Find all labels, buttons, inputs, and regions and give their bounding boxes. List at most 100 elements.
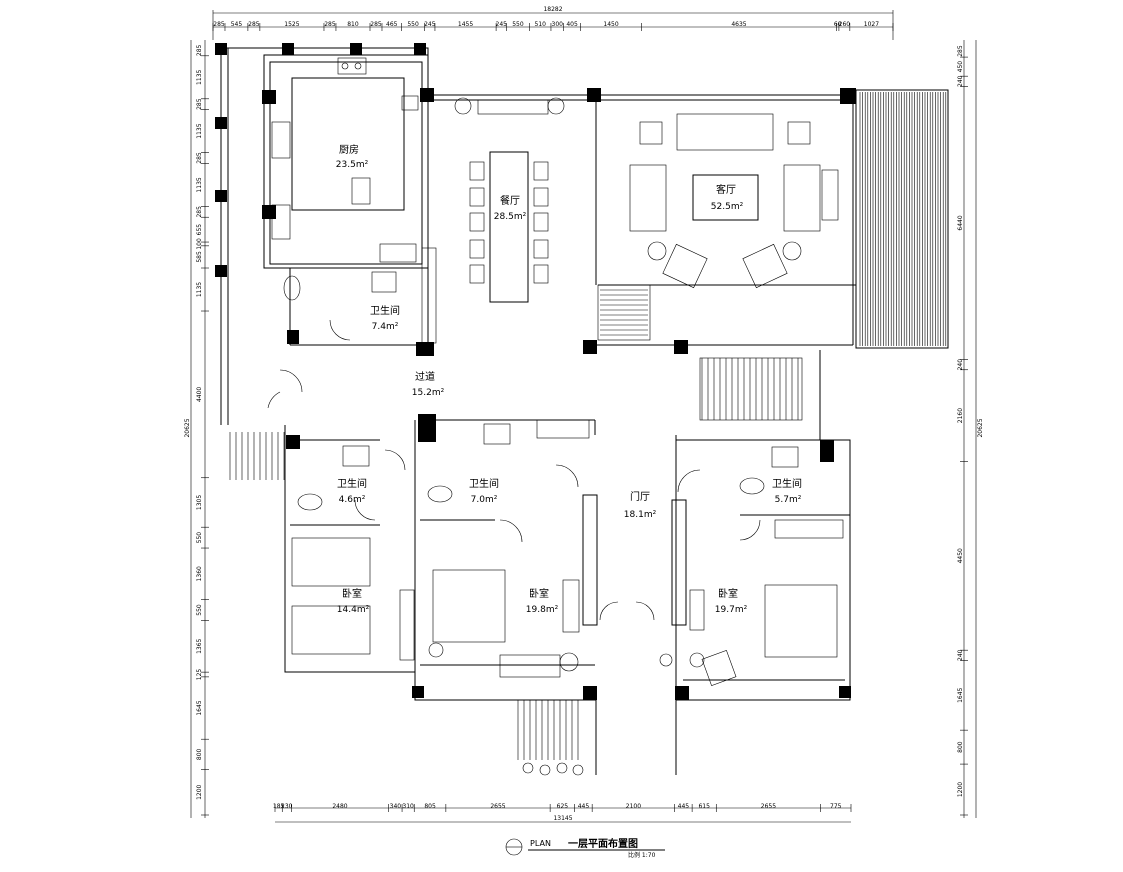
bottom-dimension-13: 775 xyxy=(830,803,842,810)
right-dimension-1: 450 xyxy=(957,61,964,73)
right-dimension-2: 240 xyxy=(957,75,964,87)
drawing-title-block: PLAN 一层平面布置图 比例 1:70 xyxy=(505,837,665,859)
bottom-dimension-8: 445 xyxy=(578,803,590,810)
bathroom-fixtures xyxy=(283,271,844,539)
top-dimension-4: 285 xyxy=(324,21,336,28)
plan-code: PLAN xyxy=(530,839,551,848)
bed-right-label: 卧室 xyxy=(718,587,738,600)
top-dimension-15: 405 xyxy=(566,21,578,28)
bath-mid-area: 7.0m² xyxy=(471,495,498,505)
top-dimension-1: 545 xyxy=(231,21,243,28)
right-dimension-10: 1200 xyxy=(957,782,964,797)
right-dimension-6: 4450 xyxy=(957,548,964,563)
corridor-area: 15.2m² xyxy=(412,388,445,398)
right-dimension-3: 6440 xyxy=(957,215,964,230)
left-dimension-10: 1135 xyxy=(196,282,203,297)
doors xyxy=(267,319,761,621)
top-dimension-6: 285 xyxy=(370,21,382,28)
top-dimension-11: 245 xyxy=(496,21,508,28)
left-dimension-8: 100 xyxy=(196,238,203,250)
right-dimension-chain: 20625 2854502406440240216044502401645800… xyxy=(957,40,984,818)
right-dimension-7: 240 xyxy=(957,649,964,661)
left-dimension-16: 1365 xyxy=(196,638,203,653)
entry-plants xyxy=(522,653,673,776)
top-dimension-10: 1455 xyxy=(458,21,473,28)
top-dimension-19: 260 xyxy=(839,21,851,28)
top-dimension-3: 1525 xyxy=(284,21,299,28)
bottom-dimension-1: 230 xyxy=(281,803,293,810)
top-dimension-8: 550 xyxy=(407,21,419,28)
top-dimension-18: 60 xyxy=(834,21,842,28)
bottom-dimension-4: 310 xyxy=(402,803,414,810)
left-dimension-9: 585 xyxy=(196,251,203,263)
bed-left-label: 卧室 xyxy=(342,587,362,600)
top-dimension-7: 465 xyxy=(386,21,398,28)
top-dimension-5: 810 xyxy=(347,21,359,28)
drawing-title: 一层平面布置图 xyxy=(568,837,638,850)
bath-top-area: 7.4m² xyxy=(372,322,399,332)
bath-left-area: 4.6m² xyxy=(339,495,366,505)
left-dimension-2: 285 xyxy=(196,98,203,110)
columns xyxy=(215,43,856,700)
bath-right-area: 5.7m² xyxy=(775,495,802,505)
living-fixtures xyxy=(629,113,839,289)
foyer-area: 18.1m² xyxy=(624,510,657,520)
left-total-dimension: 20625 xyxy=(184,418,191,437)
kitchen-fixtures xyxy=(271,57,419,263)
right-dimension-8: 1645 xyxy=(957,687,964,702)
top-dimension-17: 4635 xyxy=(731,21,746,28)
left-dimension-4: 285 xyxy=(196,152,203,164)
walls xyxy=(220,47,856,775)
bath-top-label: 卫生间 xyxy=(370,304,400,317)
left-dimension-19: 800 xyxy=(196,748,203,760)
bottom-dimension-10: 445 xyxy=(678,803,690,810)
left-dimension-17: 125 xyxy=(196,669,203,681)
bed-mid-label: 卧室 xyxy=(529,587,549,600)
top-dimension-16: 1450 xyxy=(603,21,618,28)
bottom-dimension-3: 340 xyxy=(390,803,402,810)
bath-right-label: 卫生间 xyxy=(772,477,802,490)
kitchen-label: 厨房 xyxy=(339,143,359,156)
foyer-label: 门厅 xyxy=(630,490,650,503)
left-dimension-18: 1645 xyxy=(196,700,203,715)
bottom-dimension-2: 2480 xyxy=(332,803,347,810)
left-dimension-20: 1200 xyxy=(196,784,203,799)
dining-area: 28.5m² xyxy=(494,212,527,222)
right-total-dimension: 20625 xyxy=(977,418,984,437)
left-dimension-7: 655 xyxy=(196,224,203,236)
bath-mid-label: 卫生间 xyxy=(469,477,499,490)
left-dimension-13: 550 xyxy=(196,532,203,544)
bed-mid-area: 19.8m² xyxy=(526,605,559,615)
bath-left-label: 卫生间 xyxy=(337,477,367,490)
corridor-label: 过道 xyxy=(415,370,435,383)
left-dimension-12: 1305 xyxy=(196,495,203,510)
bottom-dimension-9: 2100 xyxy=(626,803,641,810)
top-dimension-9: 245 xyxy=(424,21,436,28)
bedroom-fixtures xyxy=(291,537,838,686)
living-label: 客厅 xyxy=(716,183,736,196)
left-dimension-0: 285 xyxy=(196,44,203,56)
top-dimension-14: 300 xyxy=(552,21,564,28)
right-dimension-9: 800 xyxy=(957,741,964,753)
left-dimension-1: 1135 xyxy=(196,69,203,84)
top-dimension-12: 550 xyxy=(512,21,524,28)
room-labels: 厨房 23.5m² 餐厅 28.5m² 客厅 52.5m² 卫生间 7.4m² … xyxy=(336,143,802,615)
bottom-dimension-0: 185 xyxy=(273,803,285,810)
bottom-dimension-6: 2655 xyxy=(490,803,505,810)
top-total-dimension: 18282 xyxy=(543,6,562,13)
terrace-deck xyxy=(855,89,949,349)
right-dimension-5: 2160 xyxy=(957,408,964,423)
top-dimension-2: 285 xyxy=(248,21,260,28)
left-dimension-5: 1135 xyxy=(196,177,203,192)
top-dimension-0: 285 xyxy=(213,21,225,28)
living-area: 52.5m² xyxy=(711,202,744,212)
dining-label: 餐厅 xyxy=(500,194,520,207)
drawing-scale: 比例 1:70 xyxy=(628,851,656,859)
top-dimension-13: 510 xyxy=(535,21,547,28)
top-dimension-chain: 18282 285 545 285 1525 285 810 285 465 550 245 145… xyxy=(212,6,894,40)
bottom-dimension-12: 2655 xyxy=(761,803,776,810)
kitchen-area: 23.5m² xyxy=(336,160,369,170)
left-dimension-6: 285 xyxy=(196,206,203,218)
